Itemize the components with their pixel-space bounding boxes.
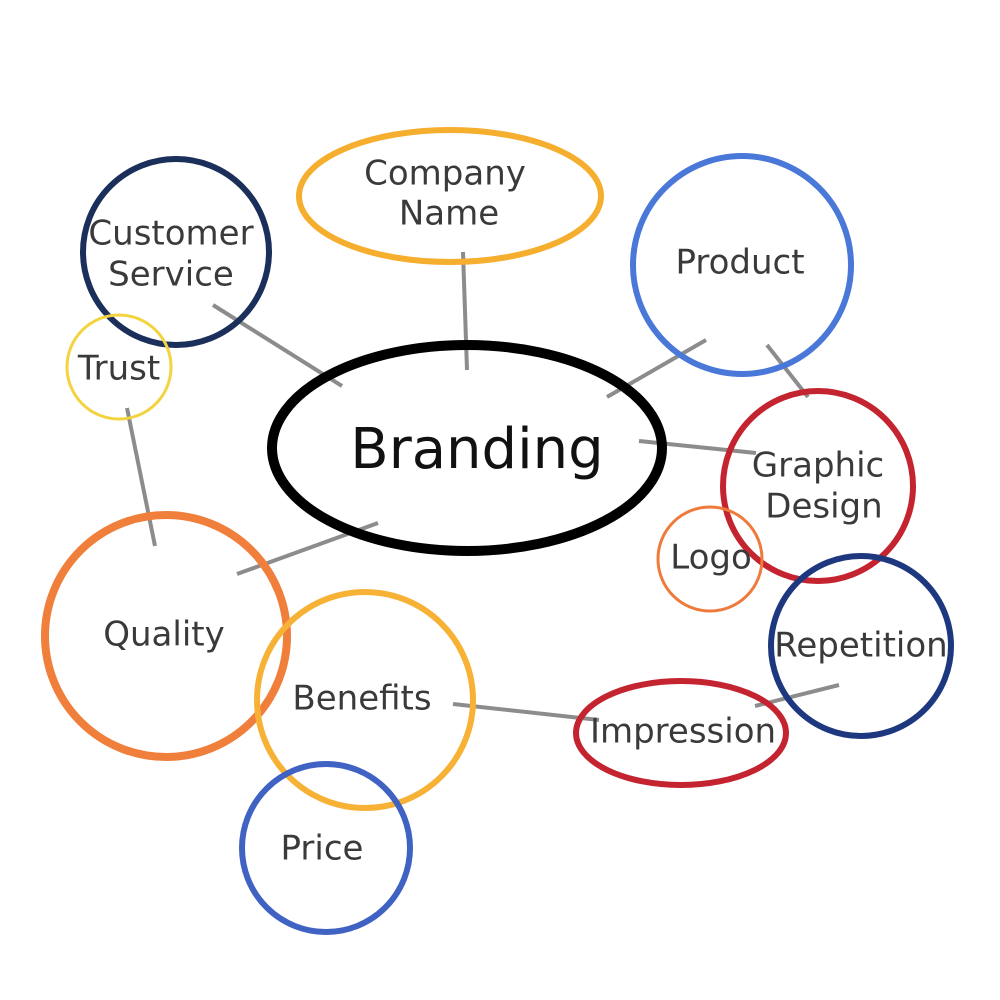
graphic-design-label-line-1: Graphic bbox=[752, 446, 884, 486]
connector-trust-quality bbox=[125, 407, 157, 547]
impression-ellipse bbox=[573, 678, 789, 788]
central-branding-ellipse bbox=[267, 340, 667, 556]
graphic-design-circle bbox=[720, 388, 916, 584]
product-label: Product bbox=[675, 243, 804, 283]
logo-circle bbox=[656, 505, 764, 613]
connector-branding-graphic-design bbox=[638, 439, 757, 455]
graphic-design-label-line-2: Design bbox=[765, 487, 882, 527]
connector-customer-service-branding bbox=[211, 303, 344, 388]
quality-label: Quality bbox=[103, 615, 225, 655]
trust-label: Trust bbox=[77, 349, 160, 389]
trust-circle bbox=[65, 313, 173, 421]
repetition-circle bbox=[768, 553, 954, 739]
product-circle bbox=[630, 153, 854, 377]
company-name-label-line-1: Company bbox=[364, 154, 526, 194]
repetition-label: Repetition bbox=[774, 626, 947, 666]
benefits-label: Benefits bbox=[292, 679, 431, 719]
connector-product-graphic-design bbox=[765, 343, 810, 399]
price-label: Price bbox=[281, 829, 364, 869]
impression-label: Impression bbox=[590, 712, 776, 752]
connector-benefits-impression bbox=[452, 702, 600, 722]
customer-service-circle bbox=[80, 156, 272, 348]
nodes bbox=[41, 127, 954, 935]
price-circle bbox=[239, 761, 413, 935]
benefits-circle bbox=[254, 589, 476, 811]
company-name-ellipse bbox=[296, 127, 604, 265]
customer-service-label-line-2: Service bbox=[108, 255, 234, 295]
quality-circle bbox=[41, 511, 291, 761]
central-branding-label: Branding bbox=[350, 417, 603, 482]
connector-company-name-branding bbox=[461, 251, 469, 371]
logo-label: Logo bbox=[670, 538, 752, 578]
labels: Branding Customer Service Company Name P… bbox=[77, 154, 948, 869]
company-name-label-line-2: Name bbox=[399, 194, 499, 234]
customer-service-label-line-1: Customer bbox=[88, 214, 253, 254]
